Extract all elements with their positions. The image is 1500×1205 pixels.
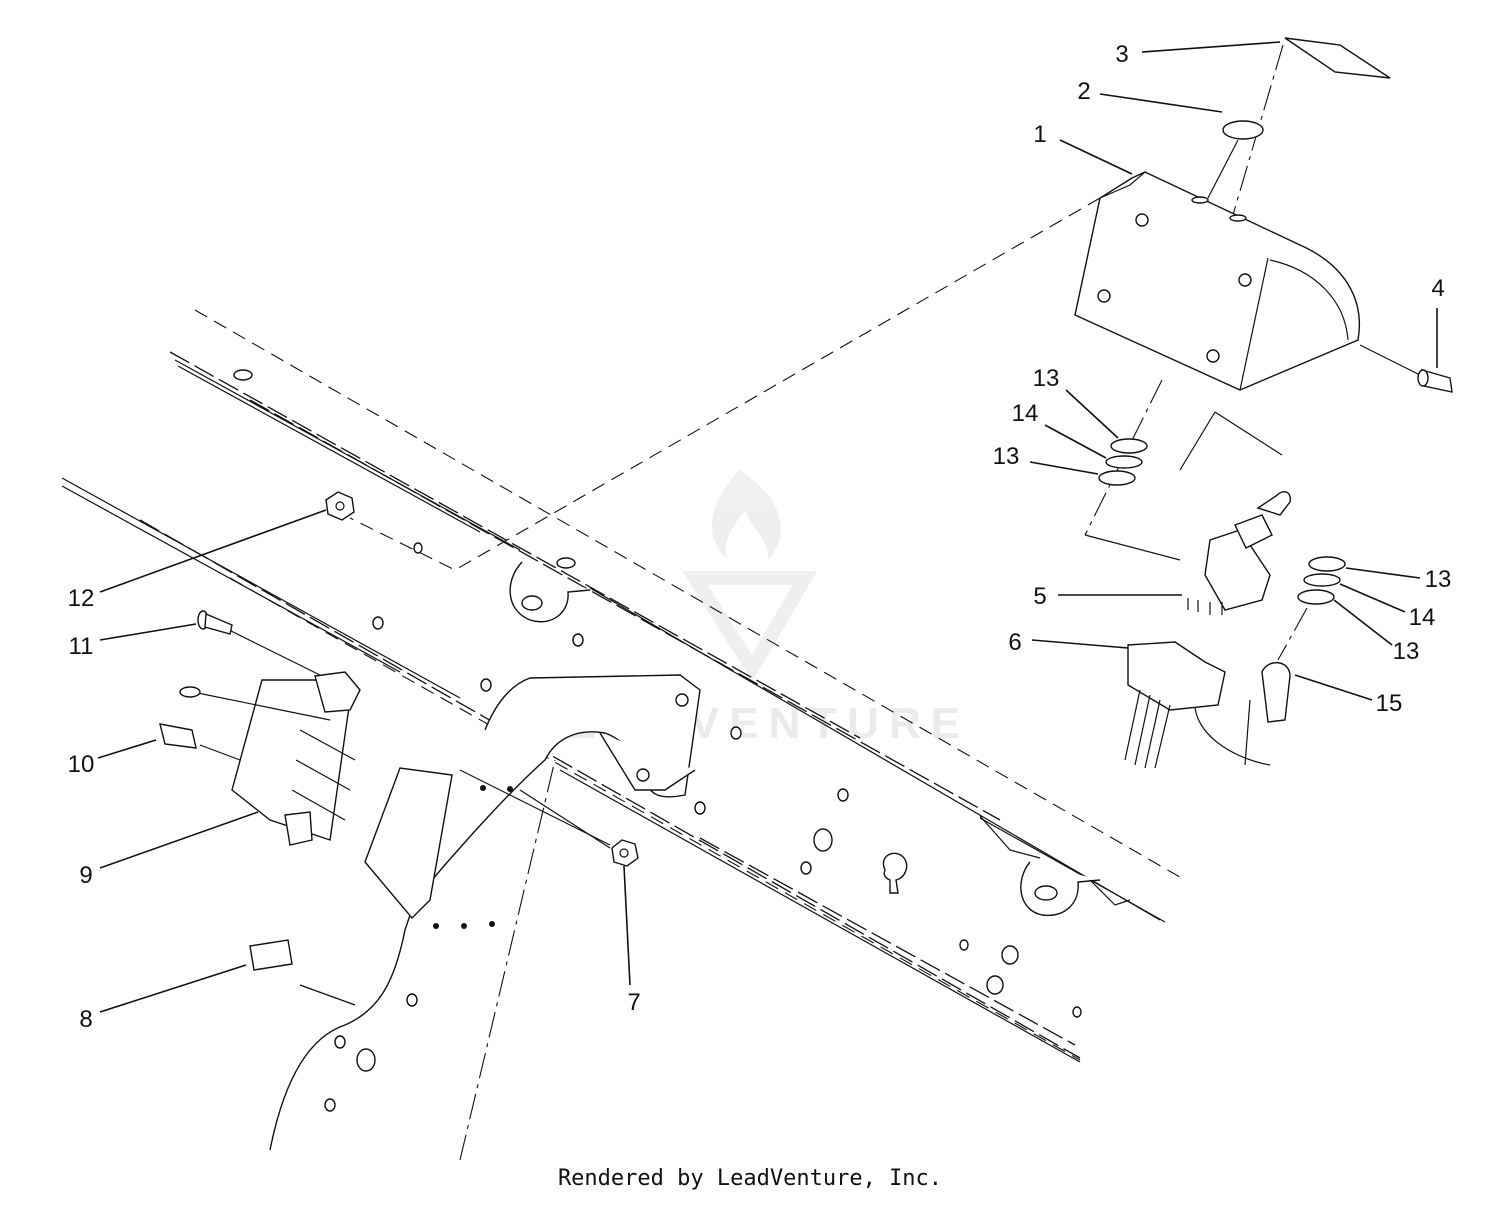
callouts: 1 2 3 4 5 6 7 8 9 10 11 12 13 14 13 13 1…: [68, 41, 1452, 1033]
frame-tab-left: [509, 561, 591, 623]
part-knob: [1207, 120, 1264, 199]
part-bulb: [1244, 662, 1291, 766]
leadventure-flame-logo: [712, 470, 781, 560]
callout-14-a: 14: [1012, 400, 1039, 427]
part-nut-7: [611, 839, 639, 867]
callout-14-b: 14: [1409, 604, 1436, 631]
part-module: [231, 671, 453, 920]
control-panel-plate: [269, 616, 1082, 1161]
callout-12: 12: [68, 585, 95, 612]
callout-9: 9: [79, 862, 92, 889]
callout-13-d: 13: [1393, 638, 1420, 665]
callout-7: 7: [627, 989, 640, 1016]
callout-1: 1: [1033, 121, 1046, 148]
part-washers-top: [1098, 438, 1148, 486]
callout-10: 10: [68, 751, 95, 778]
callout-13-b: 13: [993, 443, 1020, 470]
callout-6: 6: [1008, 629, 1021, 656]
callout-13-c: 13: [1425, 566, 1452, 593]
part-connector-10: [159, 686, 331, 749]
callout-2: 2: [1077, 78, 1090, 105]
callout-11: 11: [69, 633, 94, 660]
part-console-cover: [1074, 171, 1360, 391]
part-switch: [1187, 491, 1291, 615]
callout-4: 4: [1431, 275, 1444, 302]
frame-rail-lower: [61, 477, 1081, 1063]
part-harness-connector: [1124, 641, 1271, 769]
frame-rail-upper: [169, 309, 1186, 923]
callout-8: 8: [79, 1006, 92, 1033]
callout-15: 15: [1376, 690, 1403, 717]
part-label-8: [249, 939, 293, 971]
leader-lines: [97, 41, 1438, 1013]
part-washers-right: [1297, 556, 1346, 605]
part-decal: [1284, 37, 1391, 79]
part-screw: [197, 610, 233, 635]
callout-13-a: 13: [1033, 365, 1060, 392]
rendered-by-footer: Rendered by LeadVenture, Inc.: [557, 1166, 943, 1191]
frame-tab-right: [979, 815, 1131, 917]
part-clip: [1417, 369, 1453, 393]
part-nut-12: [325, 491, 423, 554]
callout-3: 3: [1115, 41, 1128, 68]
callout-5: 5: [1033, 583, 1046, 610]
